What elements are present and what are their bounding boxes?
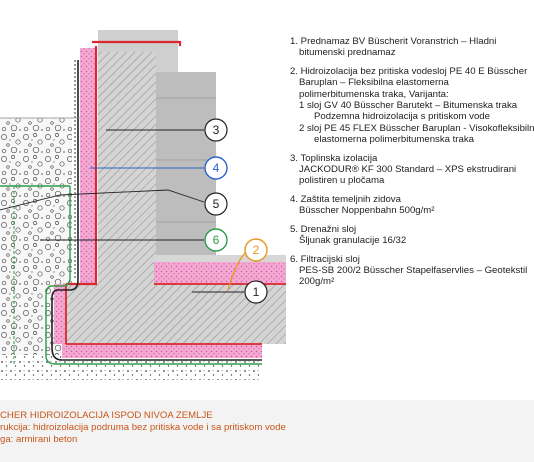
legend-item-3: 3. Toplinska izolacija JACKODUR® KF 300 … xyxy=(290,153,534,187)
under-slab-insulation xyxy=(62,344,262,358)
legend-line: polimerbitumenska traka, Varijanta: xyxy=(299,88,449,100)
callout-6-label: 6 xyxy=(213,233,220,247)
legend-line: PES-SB 200/2 Büsscher Stapelfaservlies –… xyxy=(299,264,528,276)
legend: 1. Prednamaz BV Büscherit Voranstrich – … xyxy=(290,36,534,295)
legend-line: bitumenski prednamaz xyxy=(299,47,396,59)
callout-3-circle xyxy=(204,118,228,142)
legend-line: Podzemna hidroizolacija s pritiskom vode xyxy=(314,111,490,123)
legend-item-2: 2. Hidroizolacija bez pritiska vodesloj … xyxy=(290,66,534,146)
wall-insulation xyxy=(80,48,96,284)
plinth-block xyxy=(156,52,178,72)
leader-2-curve xyxy=(227,251,247,291)
floor-insulation xyxy=(154,262,286,284)
legend-item-5: 5. Drenažni sloj Šljunak granulacije 16/… xyxy=(290,224,534,247)
legend-item-6: 6. Filtracijski sloj PES-SB 200/2 Büssch… xyxy=(290,254,534,288)
inner-wall xyxy=(156,72,216,284)
legend-line: 200g/m² xyxy=(299,276,335,288)
legend-line: 3. Toplinska izolacija xyxy=(290,152,378,164)
figure-caption: CHER HIDROIZOLACIJA ISPOD NIVOA ZEMLJE r… xyxy=(0,410,534,462)
waterproofing-detail-drawing: 3 4 5 6 2 1 xyxy=(0,0,286,380)
legend-line: 2 sloj PE 45 FLEX Büsscher Baruplan - Vi… xyxy=(299,122,534,134)
legend-line: 6. Filtracijski sloj xyxy=(290,253,360,265)
caption-construction: rukcija: hidroizolacija podruma bez prit… xyxy=(0,422,286,433)
callout-2-circle xyxy=(244,238,268,262)
legend-line: 2. Hidroizolacija bez pritiska vodesloj … xyxy=(290,65,528,77)
caption-material: ga: armirani beton xyxy=(0,434,78,445)
slab-edge-insulation xyxy=(54,284,66,344)
callout-1-circle xyxy=(244,280,268,304)
legend-line: 5. Drenažni sloj xyxy=(290,223,357,235)
callout-1-label: 1 xyxy=(253,285,260,299)
legend-line: elastomerna polimerbitumenska traka xyxy=(314,134,474,146)
legend-line: 4. Zaštita temeljnih zidova xyxy=(290,193,401,205)
legend-line: 1. Prednamaz BV Büscherit Voranstrich – … xyxy=(290,36,497,47)
callout-4-circle xyxy=(204,156,228,180)
legend-line: Šljunak granulacije 16/32 xyxy=(299,235,407,247)
callout-5-circle xyxy=(204,192,228,216)
topsoil-area xyxy=(0,0,80,118)
callout-6-circle xyxy=(204,228,228,252)
caption-band xyxy=(0,400,534,462)
caption-title: CHER HIDROIZOLACIJA ISPOD NIVOA ZEMLJE xyxy=(0,410,213,421)
waterproofing-membrane xyxy=(66,46,98,286)
callout-2-label: 2 xyxy=(253,243,260,257)
legend-line: Büsscher Noppenbahn 500g/m² xyxy=(299,205,435,217)
legend-line: Baruplan – Fleksibilna elastomerna xyxy=(299,77,449,89)
dimpled-membrane xyxy=(51,60,262,361)
callout-4-label: 4 xyxy=(213,161,220,175)
leader-5 xyxy=(0,189,205,211)
callout-3-label: 3 xyxy=(213,123,220,137)
legend-item-1: 1. Prednamaz BV Büscherit Voranstrich – … xyxy=(290,36,534,59)
legend-line: polistiren u pločama xyxy=(299,175,385,187)
callout-5-label: 5 xyxy=(213,197,220,211)
legend-item-4: 4. Zaštita temeljnih zidova Büsscher Nop… xyxy=(290,194,534,217)
legend-line: JACKODUR® KF 300 Standard – XPS ekstrudi… xyxy=(299,164,517,176)
legend-line: 1 sloj GV 40 Büsscher Barutekt – Bitumen… xyxy=(299,100,518,112)
subsoil xyxy=(0,355,260,380)
